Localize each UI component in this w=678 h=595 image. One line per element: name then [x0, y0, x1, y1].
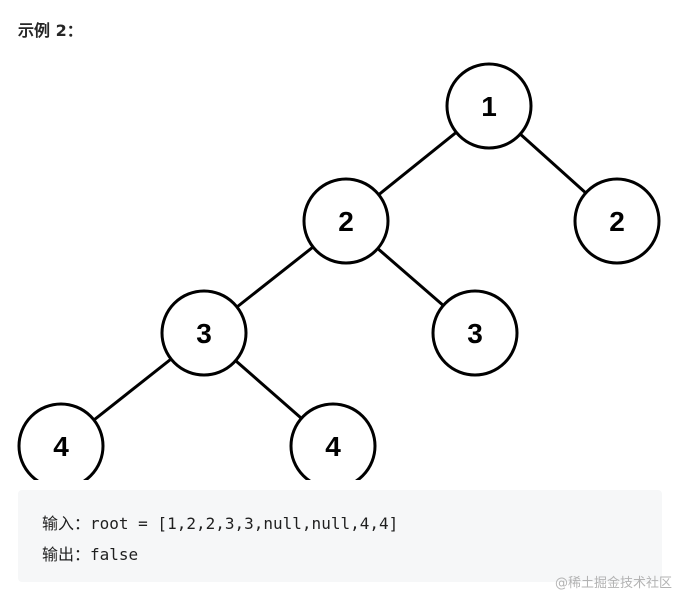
tree-node-circle: [302, 177, 390, 265]
example-code-block: 输入：root = [1,2,2,3,3,null,null,4,4] 输出：f…: [18, 490, 662, 582]
watermark: @稀土掘金技术社区: [554, 576, 672, 591]
example-heading: 示例 2：: [18, 21, 83, 40]
tree-node-label: 4: [325, 431, 341, 462]
tree-node-label: 2: [338, 206, 354, 237]
output-line: 输出：false: [42, 545, 139, 564]
binary-tree-diagram: 1 2 2 3 3 4 4: [17, 62, 661, 480]
tree-node-label: 3: [196, 318, 212, 349]
tree-node-label: 2: [609, 206, 625, 237]
tree-node-circle: [573, 177, 661, 265]
tree-node-circle: [17, 402, 105, 480]
tree-node-n3: 2: [573, 177, 661, 265]
tree-node-n7: 4: [289, 402, 377, 480]
tree-node-circle: [431, 289, 519, 377]
tree-node-circle: [160, 289, 248, 377]
tree-nodes: 1 2 2 3 3 4 4: [17, 62, 661, 480]
tree-node-label: 3: [467, 318, 483, 349]
tree-node-n4: 3: [160, 289, 248, 377]
tree-node-n5: 3: [431, 289, 519, 377]
tree-node-circle: [445, 62, 533, 150]
tree-node-n2: 2: [302, 177, 390, 265]
tree-node-n1: 1: [445, 62, 533, 150]
input-line: 输入：root = [1,2,2,3,3,null,null,4,4]: [42, 514, 399, 533]
tree-node-label: 1: [481, 91, 497, 122]
tree-edges: [60, 104, 619, 448]
tree-node-n6: 4: [17, 402, 105, 480]
tree-node-label: 4: [53, 431, 69, 462]
tree-node-circle: [289, 402, 377, 480]
